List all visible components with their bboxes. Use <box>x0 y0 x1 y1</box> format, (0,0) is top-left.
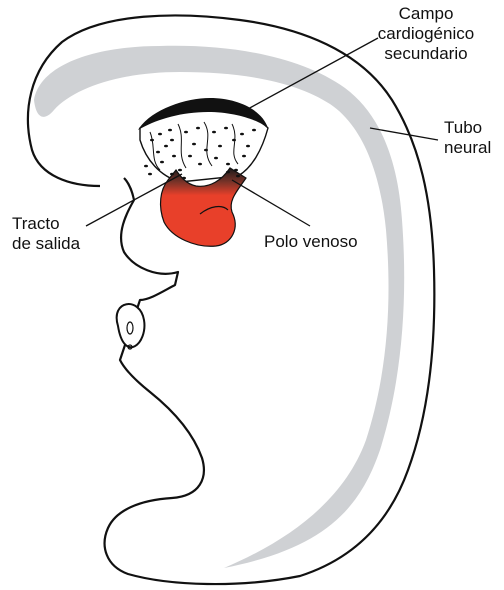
label-tracto-salida: Tracto de salida <box>12 214 80 254</box>
label-campo-line2: cardiogénico <box>356 24 496 44</box>
label-tracto-line2: de salida <box>12 234 80 254</box>
label-campo-line1: Campo <box>356 4 496 24</box>
label-tracto-line1: Tracto <box>12 214 80 234</box>
label-tubo-neural: Tubo neural <box>444 118 491 158</box>
label-campo-cardiogenico: Campo cardiogénico secundario <box>356 4 496 64</box>
label-tubo-line1: Tubo <box>444 118 491 138</box>
label-tubo-line2: neural <box>444 138 491 158</box>
vesicle <box>117 304 145 349</box>
label-campo-line3: secundario <box>356 44 496 64</box>
label-polo-venoso: Polo venoso <box>264 232 358 252</box>
